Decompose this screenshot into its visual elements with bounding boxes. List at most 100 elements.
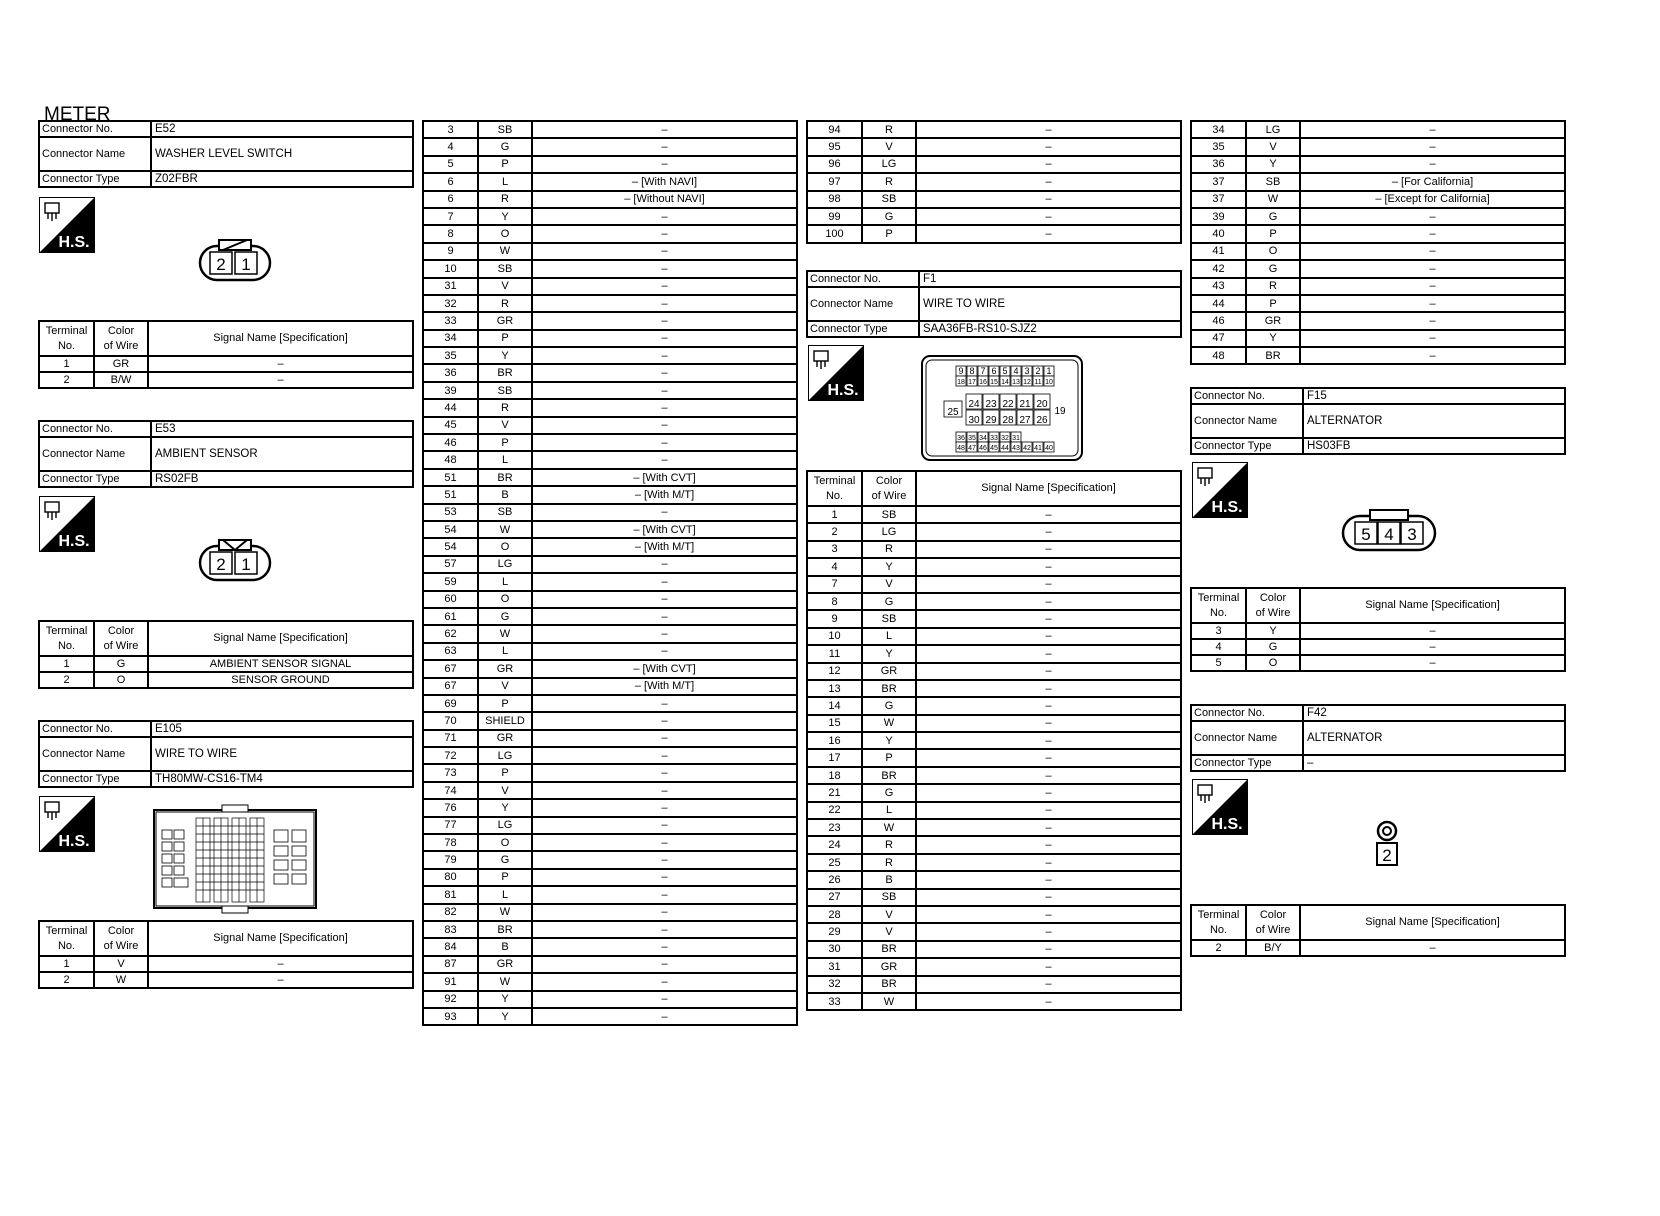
pin-label: 23	[985, 399, 997, 410]
signal-name: –	[531, 919, 798, 940]
wire-color: R	[861, 119, 917, 140]
wire-color: V	[861, 904, 917, 925]
pin-label: 42	[1023, 445, 1031, 452]
wire-color: G	[477, 850, 533, 870]
terminal-no: 54	[422, 537, 479, 557]
wire-color: L	[861, 626, 917, 647]
terminal-no: 40	[1190, 224, 1247, 244]
terminal-no: 84	[422, 937, 479, 957]
pin-cell	[1033, 393, 1051, 410]
pin-label: 10	[1045, 379, 1053, 386]
wire-color: BR	[861, 974, 917, 994]
header-signal: Signal Name [Specification]	[1299, 587, 1566, 624]
connector-face-e52-icon: 2 1	[198, 239, 272, 282]
pin-label: 3	[1407, 525, 1416, 544]
signal-name: –	[531, 798, 798, 818]
wire-color: Y	[477, 206, 533, 227]
pin-label: 4	[1013, 366, 1018, 376]
connector-type: Z02FBR	[150, 170, 414, 188]
signal-name: –	[915, 887, 1182, 908]
terminal-no: 48	[1190, 346, 1247, 366]
connector-face-e53-icon: 2 1	[198, 539, 272, 582]
signal-name: –	[915, 783, 1182, 803]
signal-name: –	[531, 259, 798, 279]
pin-label: 20	[1036, 399, 1048, 410]
signal-name: –	[531, 937, 798, 957]
header-signal: Signal Name [Specification]	[147, 920, 414, 957]
wire-color: V	[1245, 137, 1301, 157]
signal-name: –	[915, 574, 1182, 594]
signal-name: –	[531, 693, 798, 714]
pin-label: 19	[1054, 406, 1066, 417]
wire-color: Y	[477, 346, 533, 366]
terminal-no: 29	[806, 922, 863, 942]
pin-label: 32	[1001, 435, 1009, 442]
pin-label: 1	[1046, 366, 1051, 376]
wire-color: Y	[1245, 154, 1301, 175]
terminal-no: 1	[806, 504, 863, 525]
terminal-no: 43	[1190, 276, 1247, 296]
pin-label: 12	[1023, 379, 1031, 386]
pin-label: 45	[990, 445, 998, 452]
hs-badge-icon: H.S.	[39, 496, 95, 552]
signal-name: –	[531, 328, 798, 349]
hs-badge-icon: H.S.	[1192, 462, 1248, 518]
signal-name: –	[531, 589, 798, 609]
signal-name: –	[531, 763, 798, 783]
terminal-no: 35	[422, 346, 479, 366]
wire-color: P	[1245, 293, 1301, 314]
terminal-no: 63	[422, 641, 479, 662]
signal-name: –	[1299, 311, 1566, 331]
pin-label: 1	[241, 255, 250, 274]
wire-color: R	[477, 293, 533, 314]
terminal-no: 78	[422, 832, 479, 853]
terminal-no: 32	[422, 293, 479, 314]
wire-color: SB	[477, 119, 533, 140]
signal-name: –	[915, 939, 1182, 960]
terminal-no: 71	[422, 728, 479, 749]
pin-cell	[1016, 409, 1034, 426]
signal-name: –	[1299, 241, 1566, 262]
terminal-no: 51	[422, 485, 479, 505]
wire-color: SB	[861, 504, 917, 525]
terminal-no: 67	[422, 659, 479, 679]
terminal-no: 34	[422, 328, 479, 349]
terminal-no: 61	[422, 606, 479, 627]
terminal-no: 48	[422, 450, 479, 470]
hs-label: H.S.	[58, 234, 89, 251]
pin-label: 27	[1019, 415, 1031, 426]
wire-color: P	[477, 763, 533, 783]
pin-label: 6	[991, 366, 996, 376]
signal-name: –	[915, 922, 1182, 942]
terminal-no: 15	[806, 713, 863, 734]
terminal-no: 96	[806, 154, 863, 175]
hs-badge-icon: H.S.	[1192, 779, 1248, 835]
label-connector-no: Connector No.	[1190, 387, 1304, 405]
pin-cell	[988, 375, 1000, 387]
wire-color: W	[861, 991, 917, 1012]
